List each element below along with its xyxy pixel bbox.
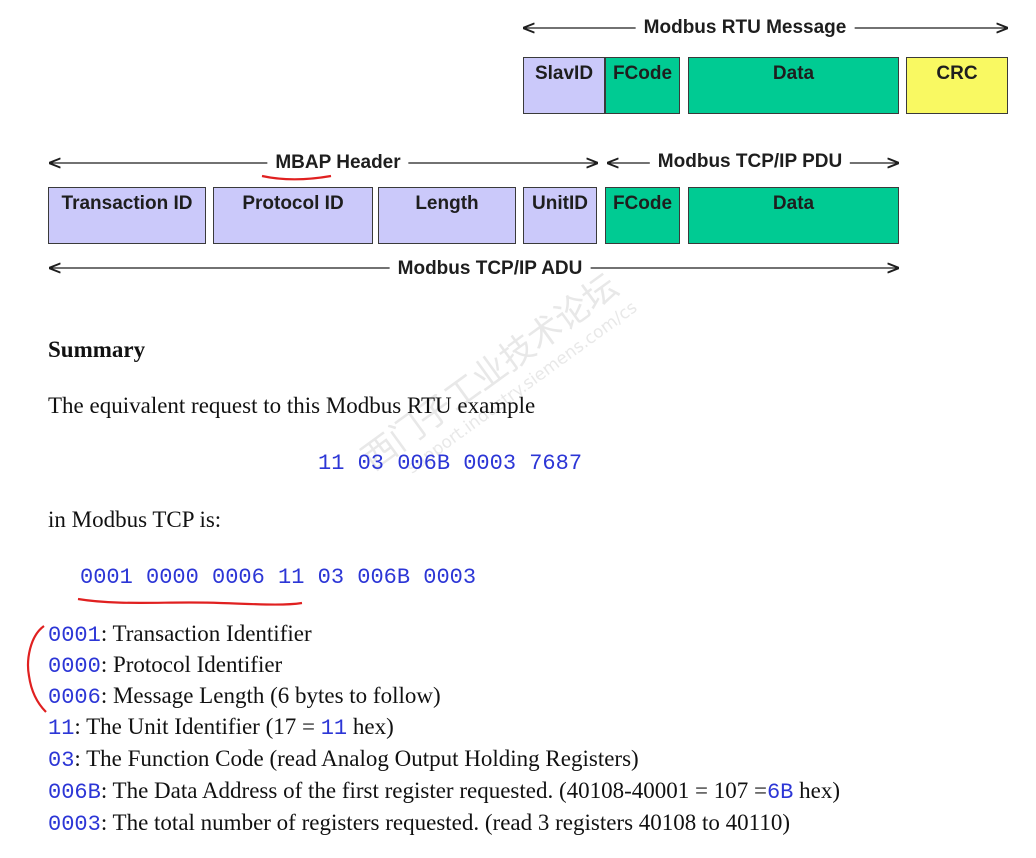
tcp-unitid-field: UnitID [523, 187, 597, 244]
mbap-header-label: MBAP Header [267, 152, 409, 174]
tcp-unitid-label: UnitID [532, 193, 588, 214]
breakdown-text: : The Function Code (read Analog Output … [74, 746, 639, 771]
red-underline-hex [77, 597, 303, 606]
tcp-hex-example: 0001 0000 0006 11 03 006B 0003 [80, 565, 477, 590]
breakdown-row: 0000: Protocol Identifier [48, 652, 282, 679]
rtu-message-label: Modbus RTU Message [635, 17, 855, 39]
tcp-transaction-id-label: Transaction ID [61, 193, 193, 214]
rtu-data-label: Data [772, 63, 815, 84]
breakdown-inline-code: 11 [320, 716, 348, 741]
tcp-fcode-field: FCode [605, 187, 680, 244]
tcp-data-field: Data [688, 187, 899, 244]
breakdown-code: 0006 [48, 685, 101, 710]
breakdown-inline-code: 6B [766, 780, 794, 805]
breakdown-text: : The Data Address of the first register… [100, 778, 767, 803]
rtu-crc-label: CRC [936, 63, 978, 84]
rtu-fcode-label: FCode [612, 63, 673, 84]
tcp-protocol-id-field: Protocol ID [213, 187, 373, 244]
tcp-protocol-id-label: Protocol ID [242, 193, 344, 214]
breakdown-row: 03: The Function Code (read Analog Outpu… [48, 746, 639, 773]
breakdown-text: : Transaction Identifier [100, 621, 312, 646]
rtu-crc-field: CRC [906, 57, 1008, 114]
rtu-slaveid-field: SlavID [523, 57, 605, 114]
breakdown-code: 0000 [48, 654, 101, 679]
breakdown-text: : Message Length (6 bytes to follow) [100, 683, 441, 708]
rtu-data-field: Data [688, 57, 899, 114]
tcp-length-label: Length [415, 193, 479, 214]
tcp-fcode-label: FCode [612, 193, 673, 214]
breakdown-tail: hex) [347, 714, 394, 739]
breakdown-code: 006B [48, 780, 101, 805]
tcp-intro: in Modbus TCP is: [48, 507, 222, 532]
tcp-transaction-id-field: Transaction ID [48, 187, 206, 244]
summary-heading: Summary [48, 337, 146, 362]
breakdown-row: 0003: The total number of registers requ… [48, 810, 790, 837]
breakdown-text: : The Unit Identifier (17 = [74, 714, 321, 739]
breakdown-text: : The total number of registers requeste… [100, 810, 790, 835]
breakdown-tail: hex) [793, 778, 841, 803]
red-bracket [27, 625, 47, 713]
red-underline-mbap [261, 174, 332, 181]
breakdown-row: 006B: The Data Address of the first regi… [48, 778, 840, 805]
breakdown-row: 0001: Transaction Identifier [48, 621, 312, 648]
summary-intro: The equivalent request to this Modbus RT… [48, 393, 536, 418]
breakdown-text: : Protocol Identifier [100, 652, 283, 677]
rtu-hex-example: 11 03 006B 0003 7687 [318, 451, 583, 476]
breakdown-code: 03 [48, 748, 75, 773]
tcp-data-label: Data [772, 193, 815, 214]
rtu-slaveid-label: SlavID [534, 63, 594, 84]
breakdown-row: 11: The Unit Identifier (17 = 11 hex) [48, 714, 394, 741]
breakdown-code: 0001 [48, 623, 101, 648]
rtu-fcode-field: FCode [605, 57, 680, 114]
adu-label: Modbus TCP/IP ADU [389, 258, 591, 280]
tcp-length-field: Length [378, 187, 516, 244]
breakdown-code: 11 [48, 716, 75, 741]
breakdown-code: 0003 [48, 812, 101, 837]
breakdown-row: 0006: Message Length (6 bytes to follow) [48, 683, 441, 710]
pdu-label: Modbus TCP/IP PDU [649, 151, 851, 173]
